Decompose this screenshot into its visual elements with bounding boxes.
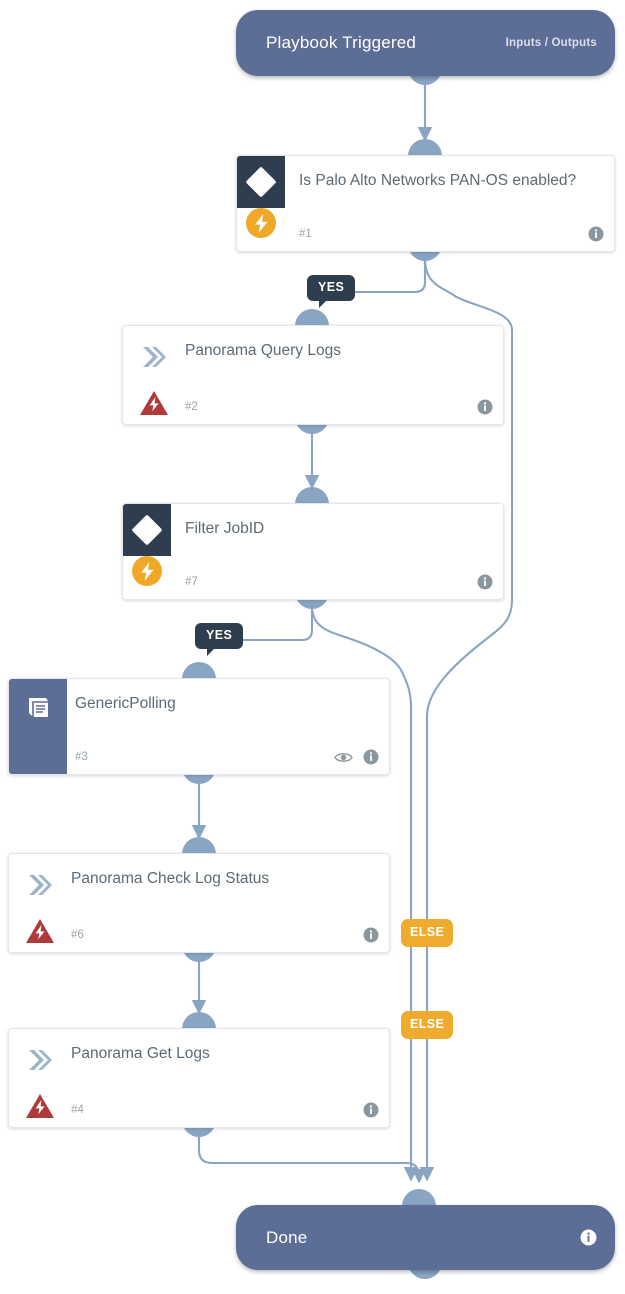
chevron-right-icon — [29, 875, 52, 895]
task-genericpolling[interactable]: GenericPolling #3 — [8, 678, 390, 775]
task-title: Panorama Query Logs — [185, 342, 341, 359]
task-title: Is Palo Alto Networks PAN-OS enabled? — [299, 172, 577, 189]
task-number: #3 — [75, 751, 88, 763]
task-number: #4 — [71, 1104, 84, 1116]
done-title: Done — [266, 1227, 308, 1247]
done-node[interactable]: Done — [236, 1205, 615, 1270]
info-icon[interactable] — [363, 749, 379, 765]
anchor-in-task4[interactable] — [182, 1012, 216, 1029]
info-icon[interactable] — [363, 927, 379, 943]
branch-label-text: ELSE — [410, 1017, 445, 1031]
warning-bolt-icon — [26, 1094, 54, 1118]
anchor-in-task6[interactable] — [182, 837, 216, 854]
playbook-triggered-title: Playbook Triggered — [266, 33, 417, 52]
edge-task4-to-done — [197, 1133, 427, 1184]
info-icon[interactable] — [363, 1102, 379, 1118]
task-number: #1 — [299, 228, 312, 240]
playbook-triggered-node[interactable]: Playbook Triggered Inputs / Outputs — [236, 10, 615, 76]
anchor-in-task2[interactable] — [295, 309, 329, 326]
branch-label-text: YES — [318, 280, 345, 294]
chevron-right-icon — [143, 347, 166, 367]
book-icon — [29, 698, 48, 717]
card-icon-group — [363, 1102, 379, 1118]
anchor-in-task7[interactable] — [295, 487, 329, 504]
task-panorama-query-logs[interactable]: Panorama Query Logs #2 — [122, 325, 504, 425]
task-title: GenericPolling — [75, 695, 176, 712]
task-number: #7 — [185, 576, 198, 588]
anchor-in-task1[interactable] — [408, 139, 442, 156]
lightning-bolt-icon — [246, 208, 276, 238]
eye-icon[interactable] — [334, 751, 353, 764]
diamond-icon — [131, 514, 163, 546]
info-icon[interactable] — [580, 1229, 597, 1246]
inputs-outputs-link[interactable]: Inputs / Outputs — [505, 37, 597, 49]
branch-label-yes-task7[interactable]: YES — [195, 623, 244, 656]
warning-bolt-icon — [140, 391, 168, 415]
lightning-bolt-icon — [132, 556, 162, 586]
card-icon-group — [588, 226, 604, 242]
branch-label-text: ELSE — [410, 925, 445, 939]
task-panorama-check-log-status[interactable]: Panorama Check Log Status #6 — [8, 853, 390, 953]
branch-label-else-task1[interactable]: ELSE — [401, 1011, 454, 1039]
done-icon-group — [580, 1229, 597, 1246]
info-icon[interactable] — [477, 574, 493, 590]
task-filter-jobid[interactable]: Filter JobID #7 — [122, 503, 504, 600]
diamond-icon — [245, 166, 277, 198]
task-number: #2 — [185, 401, 198, 413]
info-icon[interactable] — [477, 399, 493, 415]
task-number: #6 — [71, 929, 84, 941]
task-title: Panorama Get Logs — [71, 1045, 210, 1062]
anchor-in-done[interactable] — [402, 1189, 436, 1206]
card-icon-group — [477, 574, 493, 590]
decision-icon — [123, 504, 171, 556]
task-title: Panorama Check Log Status — [71, 870, 270, 887]
branch-label-else-task7[interactable]: ELSE — [401, 919, 454, 947]
chevron-right-icon — [29, 1050, 52, 1070]
card-icon-group — [334, 749, 379, 765]
card-icon-group — [477, 399, 493, 415]
decision-icon — [237, 156, 285, 208]
info-icon[interactable] — [588, 226, 604, 242]
branch-label-yes-task1[interactable]: YES — [307, 275, 356, 308]
task-title: Filter JobID — [185, 520, 265, 537]
badge-tail — [319, 298, 328, 308]
badge-tail — [207, 646, 216, 656]
branch-label-text: YES — [206, 628, 233, 642]
anchor-in-task3[interactable] — [182, 662, 216, 679]
warning-bolt-icon — [26, 919, 54, 943]
task-panorama-get-logs[interactable]: Panorama Get Logs #4 — [8, 1028, 390, 1128]
task-is-palo-alto-networks-pan-os-enabled[interactable]: Is Palo Alto Networks PAN-OS enabled? #1 — [236, 155, 615, 252]
subplaybook-rail — [9, 679, 67, 774]
card-icon-group — [363, 927, 379, 943]
